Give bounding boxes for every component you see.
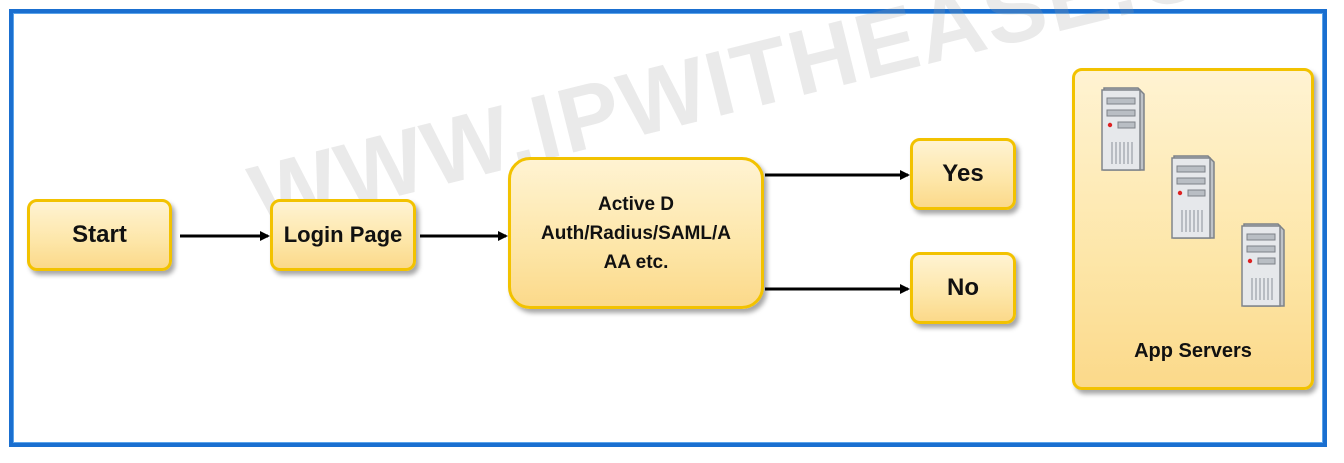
no-label: No [947, 274, 979, 301]
login-page-label: Login Page [283, 222, 403, 247]
yes-label: Yes [942, 160, 984, 187]
app-servers-label: App Servers [1134, 340, 1252, 362]
auth-node: Active D Auth/Radius/SAML/A AA etc. [508, 157, 764, 309]
auth-label-line-2: Auth/Radius/SAML/A [541, 222, 731, 244]
login-page-node: Login Page [270, 199, 416, 271]
start-node: Start [27, 199, 172, 271]
start-label: Start [72, 221, 127, 248]
auth-label-line-1: Active D [597, 193, 675, 215]
server-icon [1241, 223, 1285, 307]
server-icon [1171, 155, 1215, 239]
server-icon [1101, 87, 1145, 171]
no-node: No [910, 252, 1016, 324]
auth-label-line-3: AA etc. [603, 251, 669, 273]
yes-node: Yes [910, 138, 1016, 210]
